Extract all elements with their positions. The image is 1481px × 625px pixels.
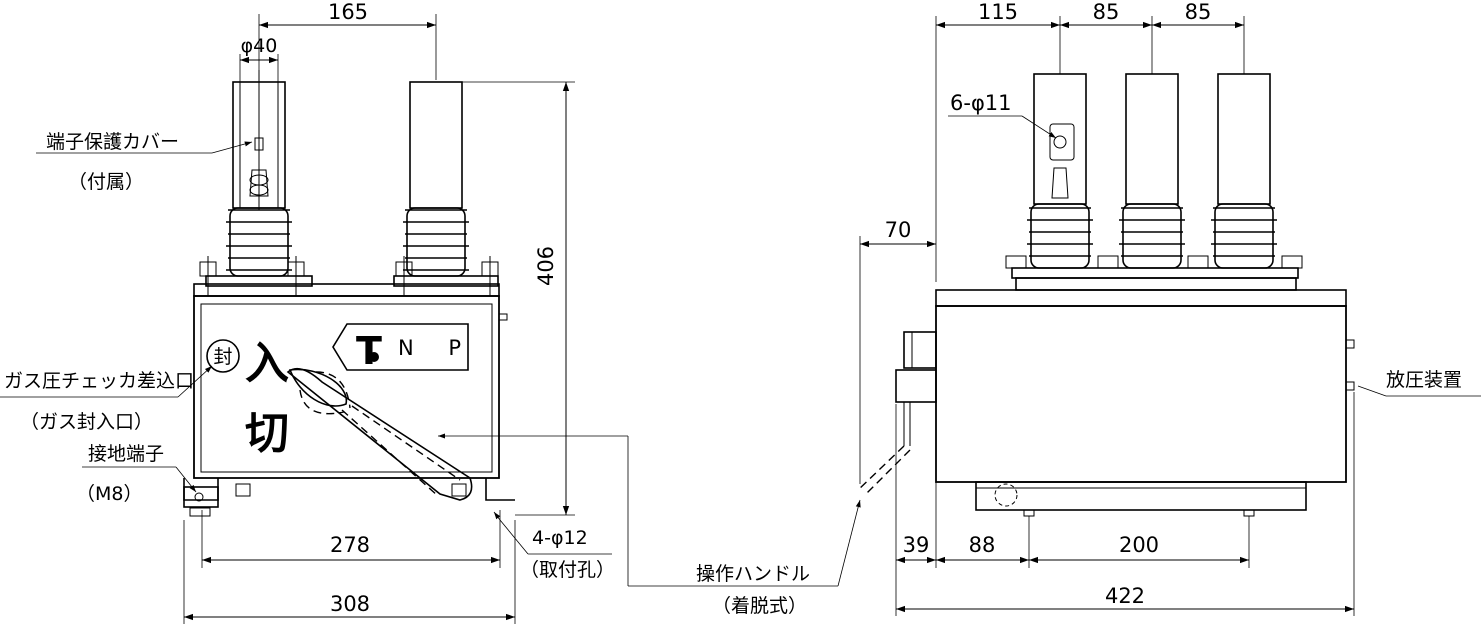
dim-side-pitch-3: 85 bbox=[1185, 0, 1212, 24]
label-handle: 操作ハンドル bbox=[696, 563, 810, 585]
label-terminal-cover: 端子保護カバー bbox=[46, 131, 179, 153]
front-view: 封 入 切 T N P 165 φ40 bbox=[0, 0, 838, 624]
dim-side-bottom-2: 88 bbox=[969, 533, 996, 557]
nameplate: T N P bbox=[332, 323, 475, 373]
label-ground-terminal-size: （M8） bbox=[76, 483, 142, 505]
label-handle-note: （着脱式） bbox=[712, 595, 807, 617]
dim-front-height: 406 bbox=[534, 246, 558, 286]
dim-front-pitch: 165 bbox=[328, 0, 368, 24]
label-side-holes: 6-φ11 bbox=[950, 91, 1012, 115]
label-terminal-cover-note: （付属） bbox=[68, 171, 144, 193]
side-body bbox=[935, 305, 1347, 483]
front-bushing-left bbox=[199, 70, 313, 296]
label-mount-holes-note: （取付孔） bbox=[520, 559, 615, 581]
side-bushing-1 bbox=[1027, 73, 1093, 269]
state-off-label: 切 bbox=[245, 408, 289, 459]
dim-side-handle-offset: 70 bbox=[885, 218, 912, 242]
seal-mark bbox=[206, 339, 240, 373]
side-bushing-3 bbox=[1211, 73, 1277, 269]
side-view: 115 85 85 6-φ11 70 39 88 200 422 放圧装置 bbox=[837, 0, 1481, 616]
dim-front-width: 308 bbox=[330, 592, 370, 616]
dim-side-bottom-3: 200 bbox=[1119, 533, 1159, 557]
label-gas-check-note: （ガス封入口） bbox=[20, 411, 153, 433]
label-pressure-relief: 放圧装置 bbox=[1386, 369, 1462, 391]
side-bushing-2 bbox=[1119, 73, 1185, 269]
seal-mark-text: 封 bbox=[213, 346, 232, 368]
dim-front-dia: φ40 bbox=[241, 35, 278, 57]
nameplate-text: N P bbox=[398, 336, 475, 360]
dim-side-pitch-2: 85 bbox=[1093, 0, 1120, 24]
logo-mark: T bbox=[356, 329, 382, 373]
operating-handle bbox=[286, 367, 473, 501]
label-mount-holes: 4-φ12 bbox=[532, 527, 588, 549]
dim-side-bottom-1: 39 bbox=[903, 533, 930, 557]
front-bushing-right bbox=[393, 81, 499, 296]
dim-side-length: 422 bbox=[1105, 584, 1145, 608]
dim-front-mount: 278 bbox=[330, 533, 370, 557]
label-ground-terminal: 接地端子 bbox=[88, 443, 164, 465]
dim-side-pitch-1: 115 bbox=[978, 0, 1018, 24]
label-gas-check: ガス圧チェッカ差込口 bbox=[4, 370, 194, 392]
state-on-label: 入 bbox=[245, 338, 289, 389]
